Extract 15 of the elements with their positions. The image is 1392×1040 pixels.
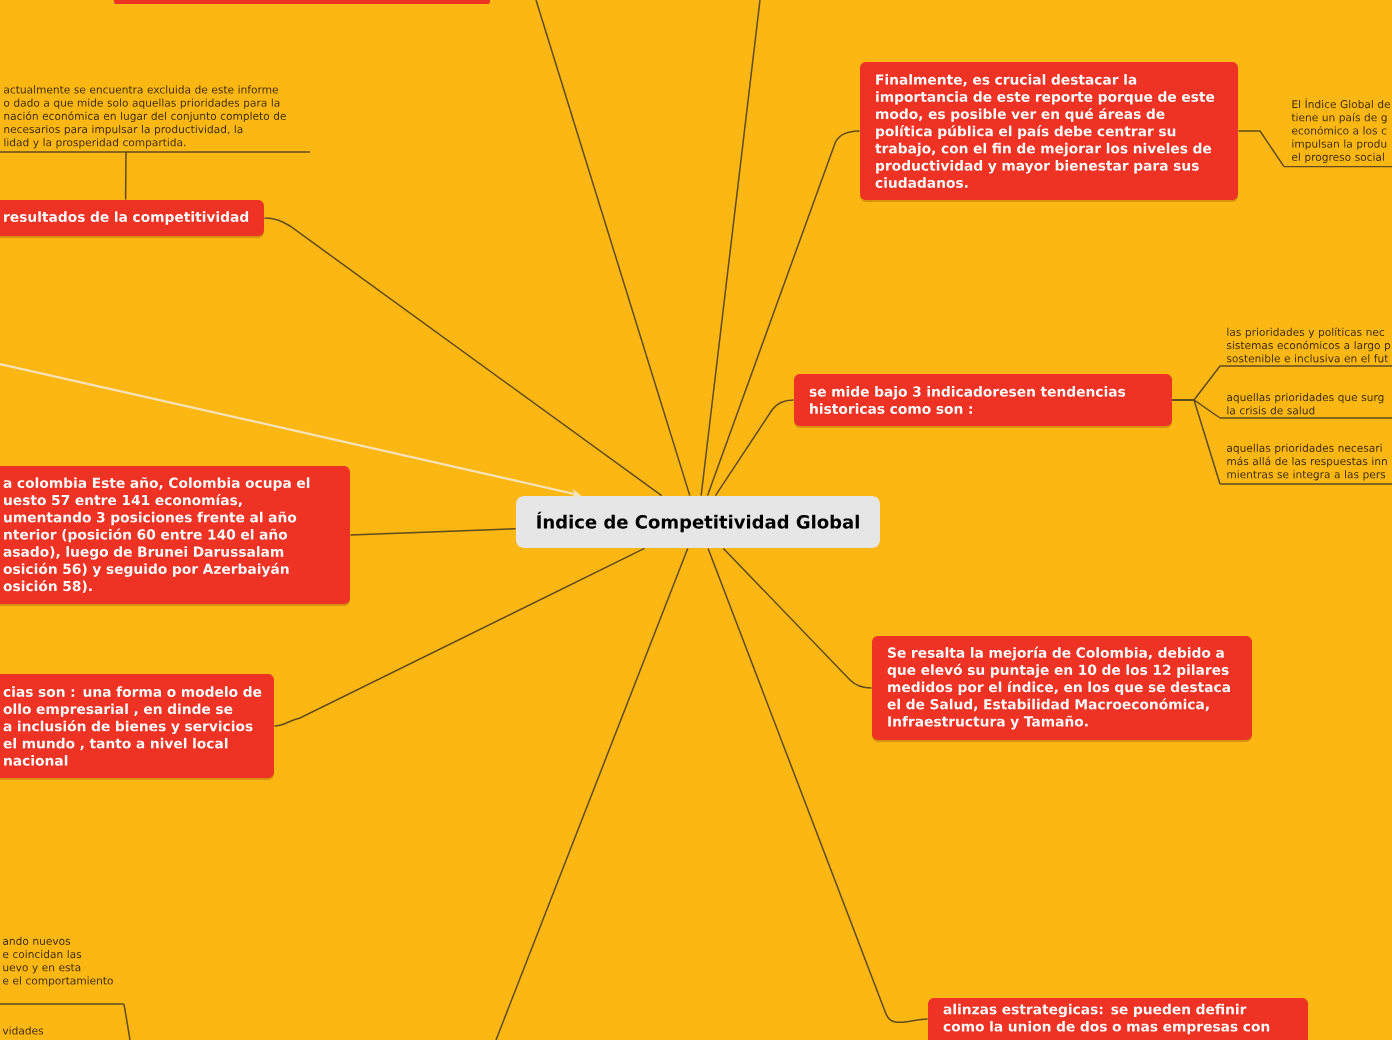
connector-line (1237, 130, 1285, 168)
connector-line (714, 399, 795, 497)
connector-line (700, 0, 761, 497)
connector-line (1171, 399, 1221, 485)
connector-line (706, 130, 861, 497)
connector-line (707, 547, 929, 1024)
connector-line (722, 547, 873, 689)
connector-line (124, 151, 127, 201)
connector-line (263, 217, 663, 497)
connector-line (495, 547, 689, 1040)
connector-line (535, 0, 691, 497)
connector-line (273, 547, 646, 727)
central-topic-box: Índice de Competitividad Global (516, 496, 880, 548)
connector-line (123, 1003, 131, 1040)
connector-line (349, 528, 517, 536)
